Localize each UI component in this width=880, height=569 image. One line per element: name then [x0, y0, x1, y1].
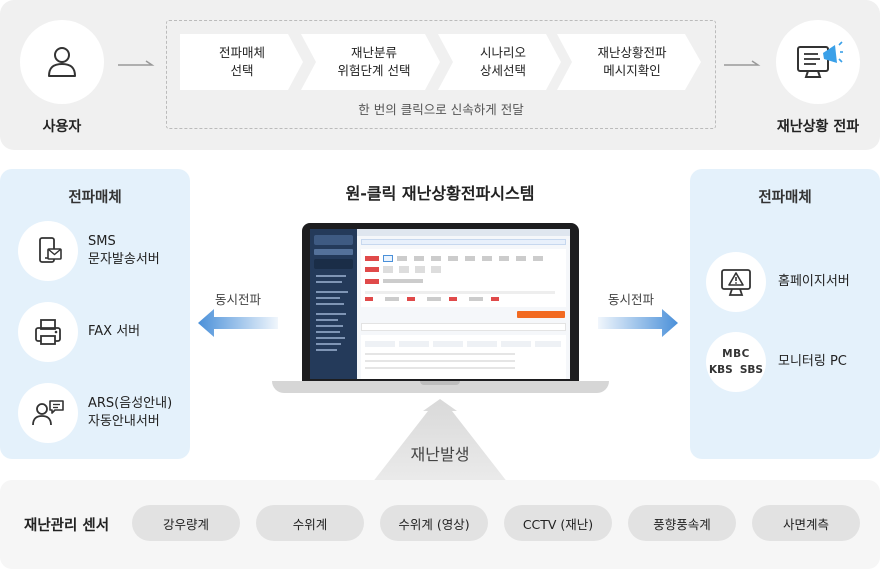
sensor-pill-water-level-video: 수위계 (영상) — [380, 505, 488, 541]
app-main-area — [357, 229, 570, 379]
broadcast-label: 재난상황 전파 — [776, 119, 860, 135]
left-panel-title: 전파매체 — [68, 190, 122, 206]
voice-user-icon — [32, 400, 64, 426]
fax-node — [18, 302, 78, 362]
sbs-logo: SBS — [739, 364, 763, 376]
left-arrow-icon — [198, 309, 278, 337]
step-chevron-2 — [301, 34, 440, 90]
right-sync-label: 동시전파 — [608, 292, 655, 307]
sms-node — [18, 221, 78, 281]
flow-arrow-icon — [118, 60, 155, 66]
process-flow-band — [0, 0, 880, 150]
app-screenshot — [310, 229, 570, 379]
monitoring-node: MBC KBS SBS — [706, 332, 766, 392]
step-chevron-3 — [438, 34, 561, 90]
sensor-pill-cctv: CCTV (재난) — [504, 505, 612, 541]
user-icon — [48, 47, 76, 77]
sms-phone-icon — [39, 237, 62, 263]
step-1-label: 전파매체 선택 — [218, 45, 265, 78]
ars-label: ARS(음성안내) 자동안내서버 — [88, 396, 173, 429]
sensor-pill-anemometer: 풍향풍속계 — [628, 505, 736, 541]
homepage-node — [706, 252, 766, 312]
broadcaster-logos-icon: MBC KBS SBS — [709, 347, 763, 377]
step-4-label: 재난상황전파 메시지확인 — [597, 45, 667, 78]
right-panel-title: 전파매체 — [758, 190, 812, 206]
megaphone-monitor-icon — [797, 41, 843, 78]
homepage-label: 홈페이지서버 — [778, 274, 850, 289]
one-click-steps-box — [166, 20, 716, 129]
mbc-logo: MBC — [722, 348, 750, 360]
ars-node — [18, 383, 78, 443]
step-chevron-4 — [557, 34, 701, 90]
sms-label: SMS 문자발송서버 — [88, 234, 160, 267]
warning-monitor-icon — [721, 269, 751, 296]
right-media-panel — [690, 169, 880, 459]
laptop-base — [272, 381, 609, 393]
fax-label: FAX 서버 — [88, 324, 141, 339]
system-title: 원-클릭 재난상황전파시스템 — [345, 184, 535, 203]
app-sidebar — [310, 229, 357, 379]
fax-icon — [35, 319, 61, 345]
step-chevron-1 — [180, 34, 303, 90]
left-sync-label: 동시전파 — [215, 292, 262, 307]
right-arrow-icon — [598, 309, 678, 337]
disaster-occurrence-label: 재난발생 — [410, 445, 470, 464]
one-click-note: 한 번의 클릭으로 신속하게 전달 — [358, 102, 524, 117]
sensor-pill-rain-gauge: 강우량계 — [132, 505, 240, 541]
sensor-pill-slope-measurement: 사면계측 — [752, 505, 860, 541]
step-3-label: 시나리오 상세선택 — [479, 45, 526, 78]
sensor-pill-water-level: 수위계 — [256, 505, 364, 541]
broadcast-node — [776, 20, 860, 104]
kbs-logo: KBS — [709, 364, 733, 376]
flow-arrow-icon — [724, 60, 761, 66]
user-label: 사용자 — [42, 119, 82, 135]
step-2-label: 재난분류 위험단계 선택 — [337, 45, 411, 78]
laptop-notch — [420, 381, 460, 385]
monitoring-label: 모니터링 PC — [778, 354, 847, 369]
sensor-title: 재난관리 센서 — [24, 518, 110, 534]
user-node — [20, 20, 104, 104]
